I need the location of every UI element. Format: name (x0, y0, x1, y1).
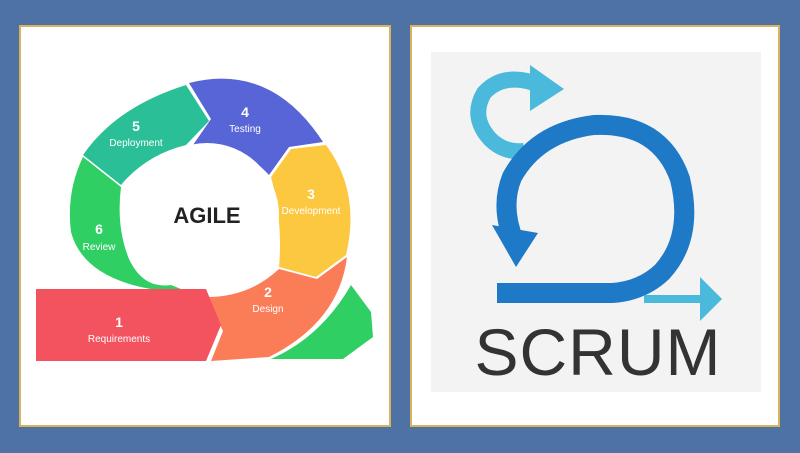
scrum-small-loop-arrow (470, 71, 543, 160)
step-requirements-segment (36, 289, 221, 361)
step-development-segment (271, 145, 351, 277)
step-2-label: Design (252, 304, 283, 315)
step-3-label: Development (282, 206, 341, 217)
step-deployment-segment (83, 85, 209, 185)
step-testing-segment (189, 78, 323, 175)
step-6-number: 6 (95, 221, 103, 237)
step-4-label: Testing (229, 124, 261, 135)
cycle-arrow-tail (271, 285, 373, 359)
scrum-label: SCRUM (475, 315, 722, 389)
step-review-segment (69, 157, 181, 289)
agile-center-circle (135, 143, 279, 287)
step-design-segment (207, 257, 347, 361)
step-5-label: Deployment (109, 138, 163, 149)
scrum-main-loop-arrowhead (492, 225, 538, 267)
step-6-label: Review (83, 242, 117, 253)
step-1-label: Requirements (88, 334, 150, 345)
agile-panel: AGILE 1 Requirements 2 Design 3 Developm… (19, 25, 391, 427)
agile-cycle-diagram: AGILE 1 Requirements 2 Design 3 Developm… (36, 78, 373, 361)
step-1-number: 1 (115, 314, 123, 330)
step-5-number: 5 (132, 118, 140, 134)
scrum-main-loop (496, 114, 695, 303)
scrum-panel: SCRUM (410, 25, 780, 427)
step-2-number: 2 (264, 284, 272, 300)
scrum-logo: SCRUM (470, 65, 722, 389)
agile-center-label: AGILE (173, 203, 240, 228)
scrum-exit-arrow (644, 277, 722, 321)
step-3-number: 3 (307, 186, 315, 202)
step-4-number: 4 (241, 104, 249, 120)
scrum-small-loop-arrowhead (530, 65, 564, 111)
